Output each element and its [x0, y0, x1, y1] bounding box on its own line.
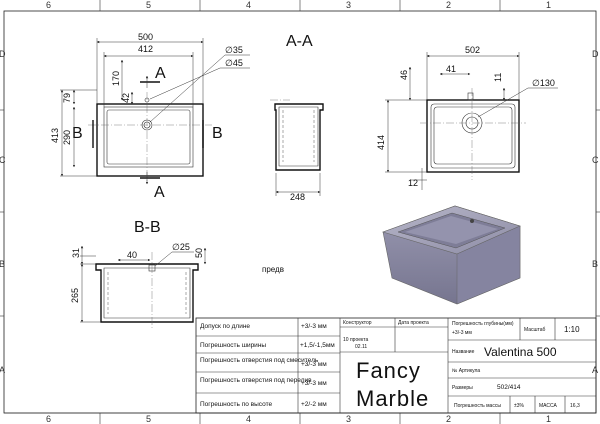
dim-11: 11: [493, 73, 503, 82]
zone-col-1: 1: [546, 0, 551, 10]
brand-marble: Marble: [356, 386, 429, 411]
section-bb-view: 31 265 40 ∅25 50: [70, 242, 207, 330]
dim-42: 42: [121, 93, 131, 103]
zone-markers-top: 6 5 4 3 2 1: [46, 0, 551, 11]
dim-50: 50: [194, 248, 204, 258]
zone-markers-bottom: 6 5 4 3 2 1: [46, 413, 551, 424]
dim-290: 290: [62, 130, 72, 145]
note-predv: предв: [262, 265, 284, 274]
date-prefix: 10 проекта: [343, 337, 368, 343]
cut-a-top: A: [155, 65, 166, 82]
scale-value: 1:10: [564, 325, 580, 334]
zone-row-c-right: C: [592, 155, 599, 165]
dim-414: 414: [376, 135, 386, 150]
depth-tol-label: Погрешность глубины(мм): [452, 321, 514, 327]
tol-label-height: Погрешность по высоте: [200, 401, 272, 408]
cut-b-right: B: [212, 125, 223, 142]
dim-31: 31: [71, 248, 81, 258]
side-section-view: 248: [270, 99, 324, 202]
date-value: 02.11: [355, 344, 367, 350]
tol-value-width: +1,5/-1,5мм: [300, 342, 335, 349]
zone-col-4-bottom: 4: [246, 414, 251, 424]
dim-413: 413: [50, 128, 60, 143]
section-bb-title: B-B: [134, 219, 161, 236]
dim-500: 500: [138, 32, 153, 42]
tol-label-length: Допуск по длине: [200, 323, 250, 330]
zone-row-a-right: A: [592, 365, 598, 375]
top-view: B B A A 500 412 170 42 ∅35 ∅45 413: [50, 32, 250, 201]
tol-value-mixer: +3/-3 мм: [301, 361, 327, 368]
dim-46: 46: [399, 70, 409, 80]
zone-col-6-bottom: 6: [46, 414, 51, 424]
dim-12: 12: [408, 178, 418, 188]
zone-col-5: 5: [146, 0, 151, 10]
zone-col-2-bottom: 2: [446, 414, 451, 424]
dim-79: 79: [62, 93, 72, 103]
tol-label-width: Погрешность ширины: [200, 342, 266, 349]
front-section-view: 502 41 46 11 ∅130 414 12: [376, 45, 558, 190]
date-label: Дата проекта: [398, 320, 429, 326]
brand-fancy: Fancy: [356, 358, 421, 383]
zone-col-5-bottom: 5: [146, 414, 151, 424]
tol-value-length: +3/-3 мм: [301, 323, 327, 330]
dim-248: 248: [290, 192, 305, 202]
tol-value-overflow: +3/-3 мм: [301, 380, 327, 387]
zone-row-d-right: D: [592, 49, 599, 59]
zone-col-6: 6: [46, 0, 51, 10]
zone-col-1-bottom: 1: [546, 414, 551, 424]
dim-265: 265: [70, 288, 80, 303]
scale-label: Масштаб: [524, 327, 546, 333]
zone-col-4: 4: [246, 0, 251, 10]
article-label: № Артикула: [452, 368, 480, 374]
zone-markers-sides: D C B A D C B A: [0, 49, 600, 375]
dim-d130: ∅130: [532, 78, 555, 88]
dim-170: 170: [111, 71, 121, 86]
mass-label: МАССА: [539, 403, 558, 409]
cut-a-bottom: A: [154, 184, 165, 201]
dim-40: 40: [127, 250, 137, 260]
zone-row-d: D: [0, 49, 6, 59]
zone-row-c: C: [0, 155, 6, 165]
size-value: 502/414: [497, 384, 521, 391]
zone-col-3: 3: [346, 0, 351, 10]
tol-value-height: +2/-2 мм: [301, 401, 327, 408]
title-block: Допуск по длине +3/-3 мм Погрешность шир…: [195, 317, 597, 414]
zone-row-b-right: B: [592, 259, 598, 269]
zone-col-2: 2: [446, 0, 451, 10]
dim-d25: ∅25: [172, 242, 190, 252]
section-aa-title: A-A: [286, 33, 313, 50]
cut-b-left: B: [72, 125, 83, 142]
tol-label-mixer: Погрешность отверстия под смеситель: [200, 357, 319, 364]
model-name: Valentina 500: [484, 345, 557, 359]
zone-col-3-bottom: 3: [346, 414, 351, 424]
dim-d35: ∅35: [225, 45, 243, 55]
sink-3d-render: [382, 205, 521, 305]
zone-row-b: B: [0, 259, 5, 269]
size-label: Размеры: [452, 385, 473, 391]
dim-412: 412: [138, 44, 153, 54]
mass-value: 16,3: [570, 403, 580, 409]
depth-tol-value: +3/-3 мм: [452, 330, 472, 336]
dim-502: 502: [465, 45, 480, 55]
zone-row-a: A: [0, 365, 5, 375]
constructor-label: Конструктор: [343, 320, 372, 326]
tol-label-overflow: Погрешность отверстия под перелив: [200, 377, 312, 384]
mass-tol-value: ±3%: [514, 403, 525, 409]
dim-d45: ∅45: [225, 58, 243, 68]
dim-41: 41: [446, 64, 456, 74]
name-label: Название: [452, 349, 475, 355]
mass-tol-label: Погрешность массы: [454, 403, 501, 409]
